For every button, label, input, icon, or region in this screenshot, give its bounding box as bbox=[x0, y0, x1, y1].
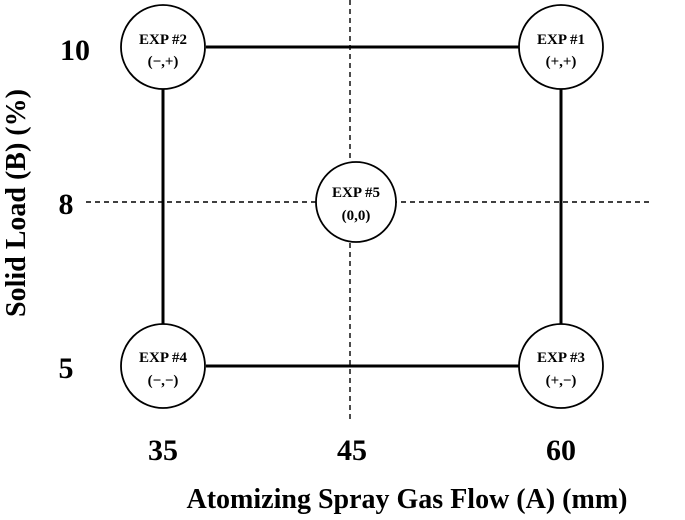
exp-2-name: EXP #2 bbox=[139, 32, 187, 48]
exp-2-code: (−,+) bbox=[148, 54, 179, 70]
exp-5-node: EXP #5 (0,0) bbox=[315, 161, 397, 243]
exp-4-code: (−,−) bbox=[148, 373, 179, 389]
exp-2-node: EXP #2 (−,+) bbox=[120, 4, 206, 90]
y-tick-5: 5 bbox=[59, 352, 74, 385]
y-tick-8: 8 bbox=[59, 188, 74, 221]
exp-5-code: (0,0) bbox=[342, 208, 371, 224]
exp-4-node: EXP #4 (−,−) bbox=[120, 323, 206, 409]
x-tick-35: 35 bbox=[148, 434, 178, 467]
exp-3-name: EXP #3 bbox=[537, 350, 585, 366]
exp-5-name: EXP #5 bbox=[332, 185, 380, 201]
exp-3-node: EXP #3 (+,−) bbox=[518, 323, 604, 409]
exp-1-code: (+,+) bbox=[546, 54, 577, 70]
x-tick-45: 45 bbox=[337, 434, 367, 467]
exp-1-node: EXP #1 (+,+) bbox=[518, 4, 604, 90]
x-axis-label: Atomizing Spray Gas Flow (A) (mm) bbox=[187, 484, 628, 515]
x-tick-60: 60 bbox=[546, 434, 576, 467]
exp-3-code: (+,−) bbox=[546, 373, 577, 389]
exp-1-name: EXP #1 bbox=[537, 32, 585, 48]
y-tick-10: 10 bbox=[60, 34, 90, 67]
exp-4-name: EXP #4 bbox=[139, 350, 187, 366]
y-axis-label: Solid Load (B) (%) bbox=[1, 89, 32, 317]
